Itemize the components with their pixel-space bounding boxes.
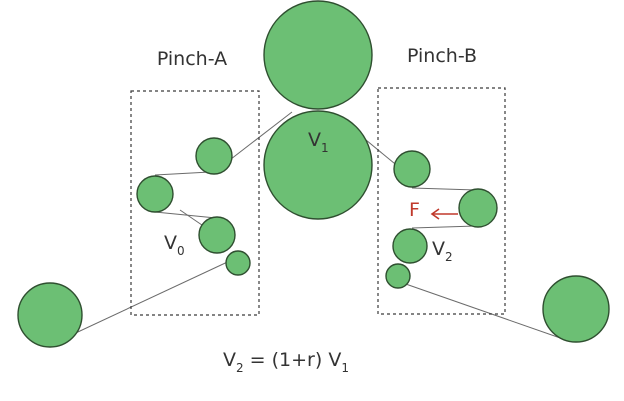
web-segment-a2 (154, 171, 211, 176)
pinch-a-roller-top (195, 137, 233, 175)
pinch-a-roller-middle (198, 216, 236, 254)
web-path (49, 111, 567, 346)
v0-subscript: 0 (177, 244, 185, 258)
force-arrow-head (430, 208, 440, 220)
web-segment-b1 (411, 187, 477, 191)
equation-lhs-subscript: 2 (236, 361, 244, 375)
web-segment-a-to-nip (221, 111, 293, 167)
v1-subscript: 1 (321, 141, 329, 155)
pinch-a-label: Pinch-A (157, 48, 227, 70)
force-arrow (430, 208, 458, 220)
v1-base: V (308, 129, 321, 151)
upper-nip-roller (263, 0, 373, 110)
rewind-roller (542, 275, 610, 343)
pinch-b-roller-right (458, 188, 498, 228)
v1-label: V1 (308, 129, 329, 155)
pinch-b-roller-middle (392, 228, 428, 264)
lower-nip-roller (263, 110, 373, 220)
equation-lhs-base: V (223, 349, 236, 371)
web-segment-a3 (154, 211, 217, 219)
pinch-a-roller-small (225, 250, 251, 276)
pinch-b-roller-top (393, 150, 431, 188)
v2-subscript: 2 (445, 250, 453, 264)
pinch-b-zone (377, 87, 506, 315)
equation-rhs-subscript: 1 (341, 361, 349, 375)
v0-label: V0 (164, 232, 185, 258)
v2-label: V2 (432, 238, 453, 264)
unwind-roller (17, 282, 83, 348)
pinch-b-label: Pinch-B (407, 45, 477, 67)
pinch-a-roller-left (136, 175, 174, 213)
web-segment-b-to-rewind (399, 281, 567, 341)
rollers (17, 0, 610, 348)
v2-base: V (432, 238, 445, 260)
web-segment-b2 (411, 225, 477, 229)
force-label: F (409, 199, 420, 221)
web-segment-unwind-to-a (49, 257, 237, 346)
pinch-b-roller-small (385, 263, 411, 289)
pinch-a-zone (130, 90, 260, 316)
v0-base: V (164, 232, 177, 254)
equation-middle: = (1+r) (244, 349, 329, 371)
equation-rhs-base: V (328, 349, 341, 371)
velocity-equation: V2 = (1+r) V1 (223, 349, 349, 375)
